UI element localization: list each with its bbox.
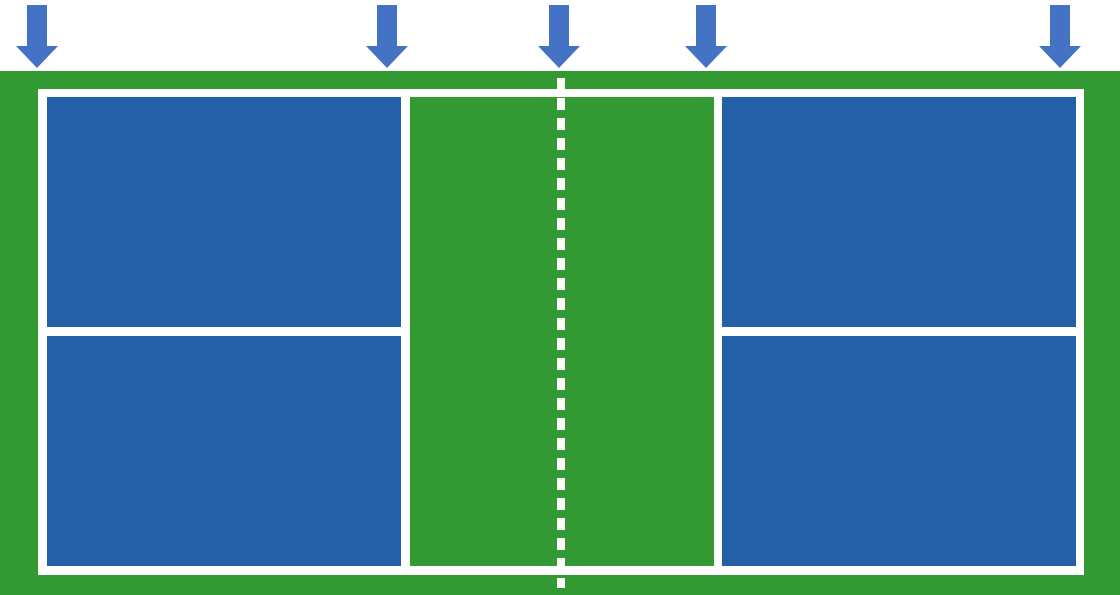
left-service-box-top <box>47 97 401 327</box>
right-service-box-top <box>722 97 1076 327</box>
right-service-box-bottom <box>722 336 1076 566</box>
left-service-box-bottom <box>47 336 401 566</box>
down-arrow-icon-left-baseline <box>16 5 58 68</box>
down-arrow-icon-net <box>538 5 580 68</box>
down-arrow-icon-right-baseline <box>1039 5 1081 68</box>
arrow-markers <box>16 5 1081 68</box>
down-arrow-icon-left-kitchen-line <box>366 5 408 68</box>
down-arrow-icon-right-kitchen-line <box>685 5 727 68</box>
